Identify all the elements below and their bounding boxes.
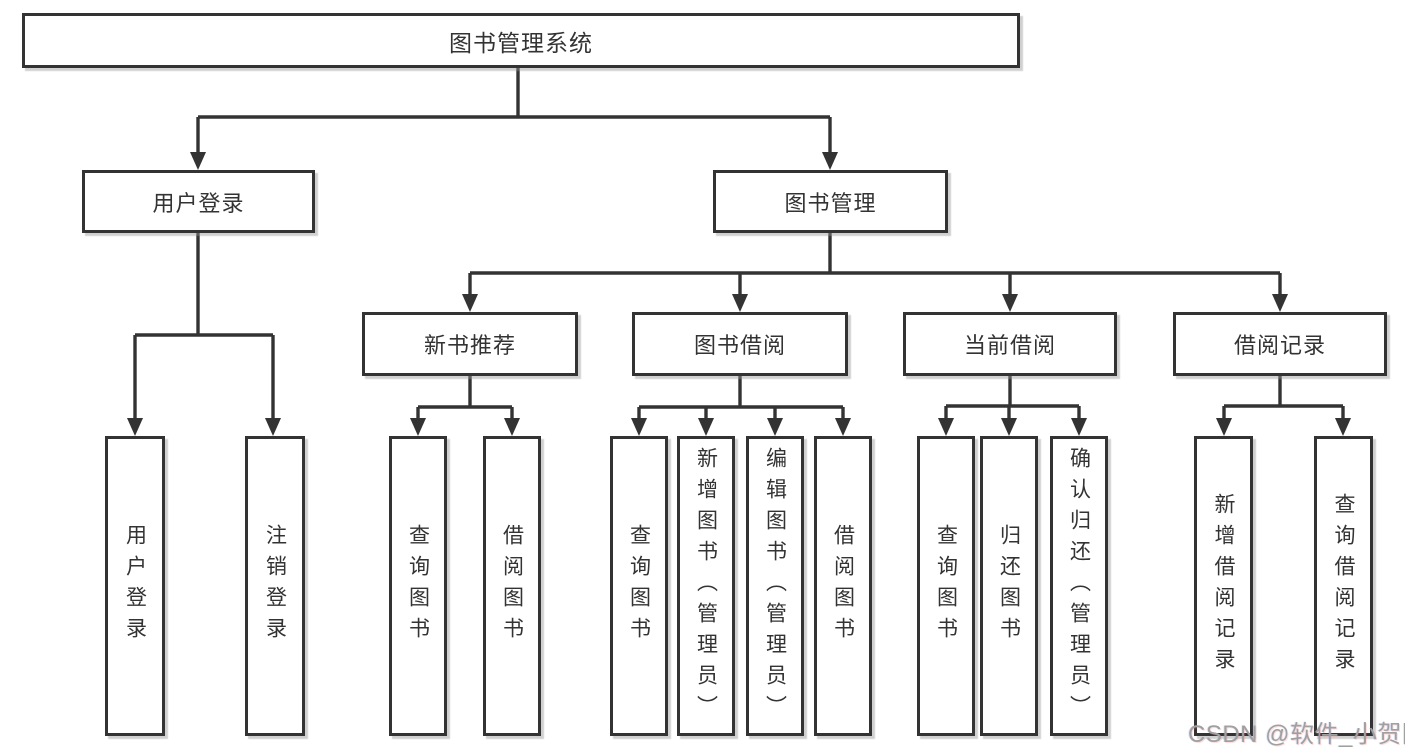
leaf-label: 新增图书（管理员） (694, 446, 718, 726)
leaf-logout: 注销登录 (245, 436, 305, 736)
node-current-borrow: 当前借阅 (903, 312, 1117, 376)
leaf-label: 查询借阅记录 (1332, 493, 1355, 679)
leaf-current-return-books: 归还图书 (980, 436, 1038, 736)
leaf-newbook-query-books: 查询图书 (389, 436, 447, 736)
leaf-current-confirm-return-admin: 确认归还（管理员） (1050, 436, 1108, 736)
connector-book-borrow-to-leaves (631, 376, 851, 436)
node-new-book-recommend: 新书推荐 (362, 312, 578, 376)
leaf-label: 借阅图书 (500, 524, 524, 648)
connector-user-login-to-leaves (127, 233, 281, 436)
node-user-login: 用户登录 (82, 170, 315, 233)
connector-borrow-records-to-leaves (1216, 376, 1351, 436)
leaf-label: 编辑图书（管理员） (763, 446, 787, 726)
csdn-watermark: CSDN @软件_小贺同学 (1188, 721, 1405, 747)
leaf-label: 用户登录 (123, 524, 147, 648)
leaf-records-query-record: 查询借阅记录 (1314, 436, 1373, 736)
leaf-label: 查询图书 (934, 524, 958, 648)
connector-book-management-to-level3 (462, 233, 1288, 312)
leaf-label: 查询图书 (406, 524, 430, 648)
leaf-borrow-edit-books-admin: 编辑图书（管理员） (746, 436, 804, 736)
node-book-borrow: 图书借阅 (632, 312, 848, 376)
leaf-borrow-query-books: 查询图书 (610, 436, 668, 736)
leaf-label: 查询图书 (627, 524, 651, 648)
connector-current-borrow-to-leaves (938, 376, 1087, 436)
leaf-current-query-books: 查询图书 (917, 436, 975, 736)
leaf-newbook-borrow-books: 借阅图书 (483, 436, 541, 736)
leaf-label: 借阅图书 (831, 524, 855, 648)
leaf-label: 新增借阅记录 (1212, 493, 1235, 679)
connector-root-to-level2 (190, 68, 838, 170)
leaf-label: 归还图书 (997, 524, 1021, 648)
connector-new-book-to-leaves (410, 376, 520, 436)
node-book-management: 图书管理 (713, 170, 948, 233)
leaf-label: 注销登录 (263, 524, 287, 648)
leaf-user-login: 用户登录 (105, 436, 165, 736)
leaf-borrow-add-books-admin: 新增图书（管理员） (677, 436, 735, 736)
leaf-borrow-borrow-books: 借阅图书 (814, 436, 872, 736)
leaf-records-add-record: 新增借阅记录 (1194, 436, 1253, 736)
node-root: 图书管理系统 (22, 13, 1020, 68)
leaf-label: 确认归还（管理员） (1067, 446, 1091, 726)
node-borrow-records: 借阅记录 (1173, 312, 1387, 376)
